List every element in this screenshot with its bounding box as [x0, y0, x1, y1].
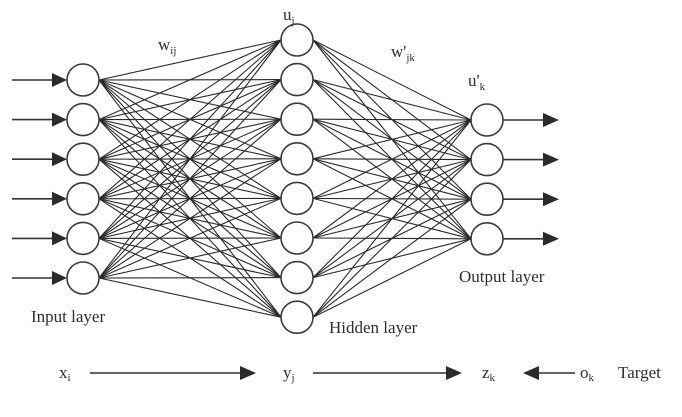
input-node-6 — [66, 261, 100, 295]
signal-ok: ok — [580, 363, 595, 384]
output-arrow-head-2 — [543, 152, 559, 167]
hidden-node-5 — [280, 181, 314, 216]
edge-input-4-hidden-1 — [98, 39, 282, 200]
input-arrow-head-1 — [52, 73, 67, 87]
output-layer-label: Output layer — [459, 267, 545, 286]
io-arrows — [12, 73, 559, 285]
edge-input-6-hidden-6 — [98, 237, 282, 279]
target-label: Target — [618, 363, 661, 382]
hidden-node-3 — [280, 102, 314, 136]
output-node-4 — [470, 222, 504, 256]
hidden-node-label-uj: uj — [283, 5, 295, 27]
edge-input-6-hidden-5 — [98, 197, 282, 279]
input-hidden-connections — [98, 39, 282, 318]
edge-hidden-8-output-4 — [312, 238, 472, 318]
edge-input-6-hidden-8 — [98, 277, 282, 318]
output-arrow-head-4 — [543, 231, 559, 246]
input-layer-label: Input layer — [31, 307, 105, 326]
edge-hidden-3-output-1 — [312, 118, 472, 121]
hidden-node-1 — [280, 23, 314, 57]
weight-label-wjk: w'jk — [391, 42, 415, 64]
signal-xi: xi — [59, 363, 71, 384]
output-node-label-uk: u'k — [468, 71, 486, 93]
input-arrow-head-4 — [52, 191, 67, 206]
input-arrow-head-5 — [52, 231, 67, 246]
edge-hidden-8-output-1 — [312, 119, 472, 318]
hidden-node-2 — [280, 62, 314, 97]
input-node-3 — [66, 142, 100, 176]
edge-hidden-1-output-1 — [312, 39, 472, 121]
edge-input-6-hidden-4 — [98, 158, 282, 279]
edge-input-6-hidden-2 — [98, 79, 282, 279]
signal-zk: zk — [482, 363, 496, 384]
edge-hidden-8-output-2 — [312, 159, 472, 318]
edge-hidden-8-output-3 — [312, 198, 472, 318]
edge-input-5-hidden-1 — [98, 39, 282, 239]
edge-input-2-hidden-1 — [98, 39, 282, 121]
input-node-4 — [66, 182, 100, 216]
hidden-node-4 — [280, 142, 314, 176]
input-node-5 — [66, 221, 100, 256]
arrow-x-to-y-head — [240, 366, 256, 380]
hidden-node-7 — [280, 260, 314, 295]
edge-hidden-5-output-1 — [312, 119, 472, 199]
nodes — [66, 23, 504, 335]
hidden-node-8 — [280, 300, 314, 335]
input-node-1 — [66, 63, 100, 97]
output-arrow-head-1 — [543, 113, 559, 127]
output-arrow-head-3 — [543, 192, 559, 207]
edge-input-3-hidden-1 — [98, 39, 282, 160]
output-node-2 — [470, 142, 504, 177]
input-arrow-head-6 — [52, 271, 67, 285]
input-arrow-head-3 — [52, 152, 67, 167]
input-arrow-head-2 — [52, 112, 67, 127]
edge-hidden-2-output-1 — [312, 79, 472, 121]
edge-input-6-hidden-1 — [98, 39, 282, 279]
edge-hidden-4-output-1 — [312, 119, 472, 160]
edge-hidden-7-output-1 — [312, 119, 472, 278]
arrow-o-to-z-head — [523, 366, 539, 380]
edge-input-1-hidden-1 — [98, 39, 282, 81]
hidden-layer-label: Hidden layer — [329, 318, 418, 337]
signal-yj: yj — [283, 363, 295, 384]
edge-input-6-hidden-3 — [98, 118, 282, 279]
input-node-2 — [66, 102, 100, 137]
output-node-1 — [470, 103, 504, 137]
hidden-output-connections — [312, 39, 472, 318]
weight-label-wij: wij — [158, 35, 176, 57]
arrow-y-to-z-head — [446, 366, 462, 380]
edge-hidden-6-output-1 — [312, 119, 472, 239]
hidden-node-6 — [280, 221, 314, 255]
output-node-3 — [470, 182, 504, 216]
